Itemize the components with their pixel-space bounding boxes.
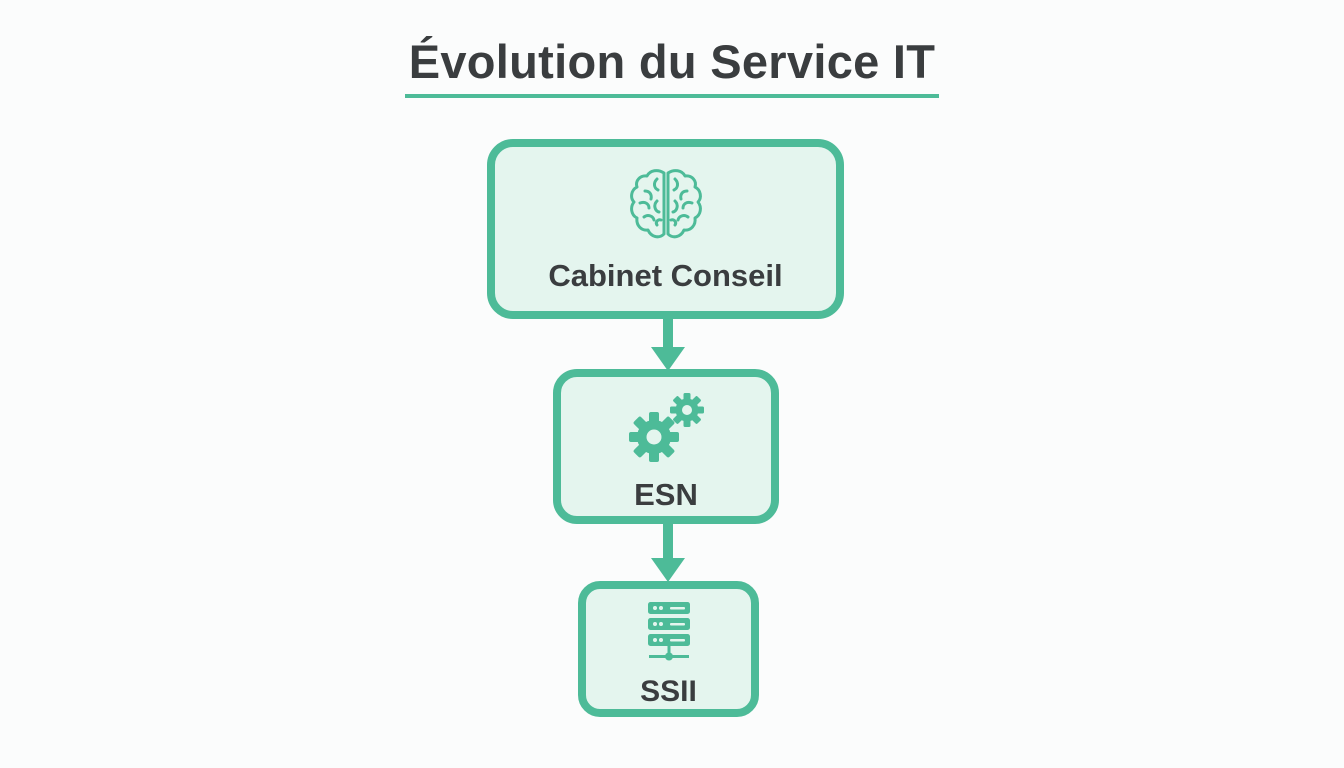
node-label: Cabinet Conseil [548,258,783,293]
node-label: SSII [640,675,697,708]
gears-icon [624,390,708,475]
page-title: Évolution du Service IT [404,36,940,98]
node-ssii: SSII [578,581,759,717]
connector-arrow-2 [651,520,685,582]
node-cabinet-conseil: Cabinet Conseil [487,139,844,319]
server-icon [646,601,692,668]
diagram-title: Évolution du Service IT [0,36,1344,98]
connector-arrow-1 [651,315,685,371]
node-label: ESN [634,477,698,512]
brain-icon [627,167,705,248]
node-esn: ESN [553,369,779,524]
